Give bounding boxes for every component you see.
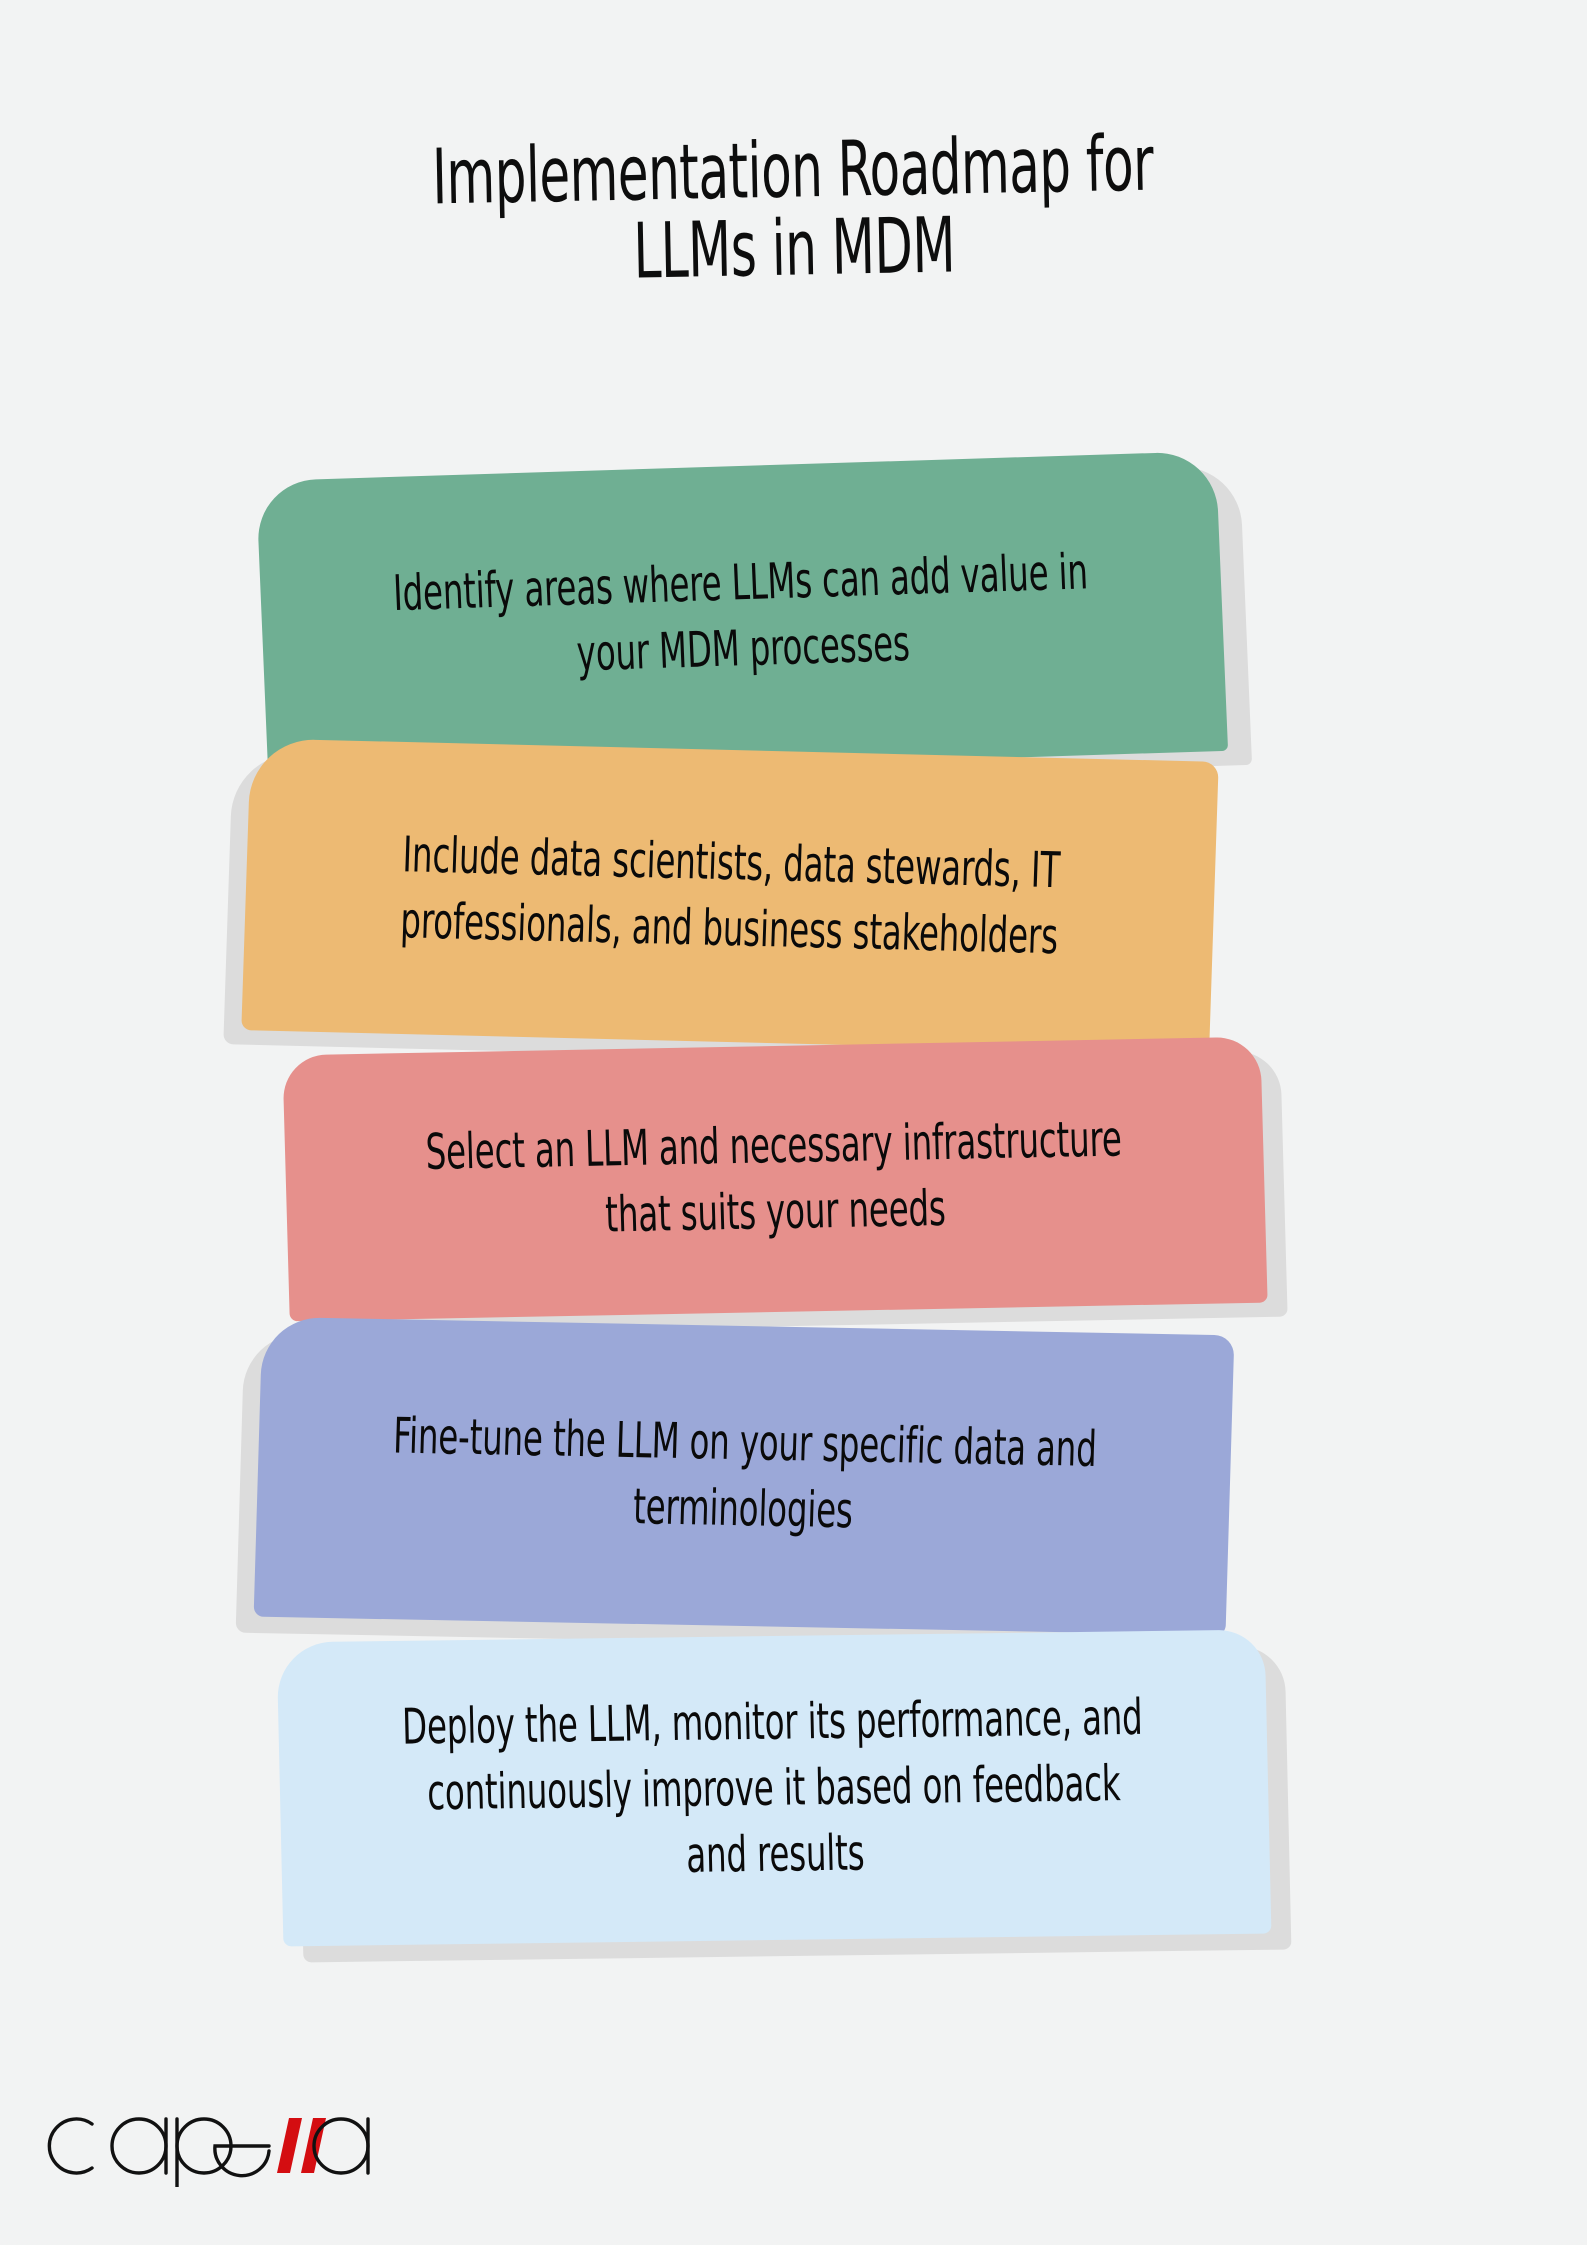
roadmap-step-4-label: Fine-tune the LLM on your specific data … <box>392 1406 1098 1540</box>
roadmap-step-1[interactable]: Identify areas where LLMs can add value … <box>255 451 1229 781</box>
roadmap-step-3[interactable]: Select an LLM and necessary infrastructu… <box>282 1036 1268 1322</box>
roadmap-step-3-label: Select an LLM and necessary infrastructu… <box>425 1110 1123 1244</box>
roadmap-step-2[interactable]: Include data scientists, data stewards, … <box>241 738 1219 1054</box>
roadmap-step-4[interactable]: Fine-tune the LLM on your specific data … <box>253 1316 1235 1636</box>
capella-logo <box>36 2077 376 2189</box>
roadmap-step-5[interactable]: Deploy the LLM, monitor its performance,… <box>276 1629 1272 1947</box>
roadmap-step-2-label: Include data scientists, data stewards, … <box>399 825 1061 966</box>
roadmap-step-1-label: Identify areas where LLMs can add value … <box>392 542 1090 683</box>
capella-logo-mark <box>47 2117 370 2189</box>
capella-logo-red-bars <box>277 2118 326 2173</box>
roadmap-step-5-label: Deploy the LLM, monitor its performance,… <box>401 1687 1144 1884</box>
